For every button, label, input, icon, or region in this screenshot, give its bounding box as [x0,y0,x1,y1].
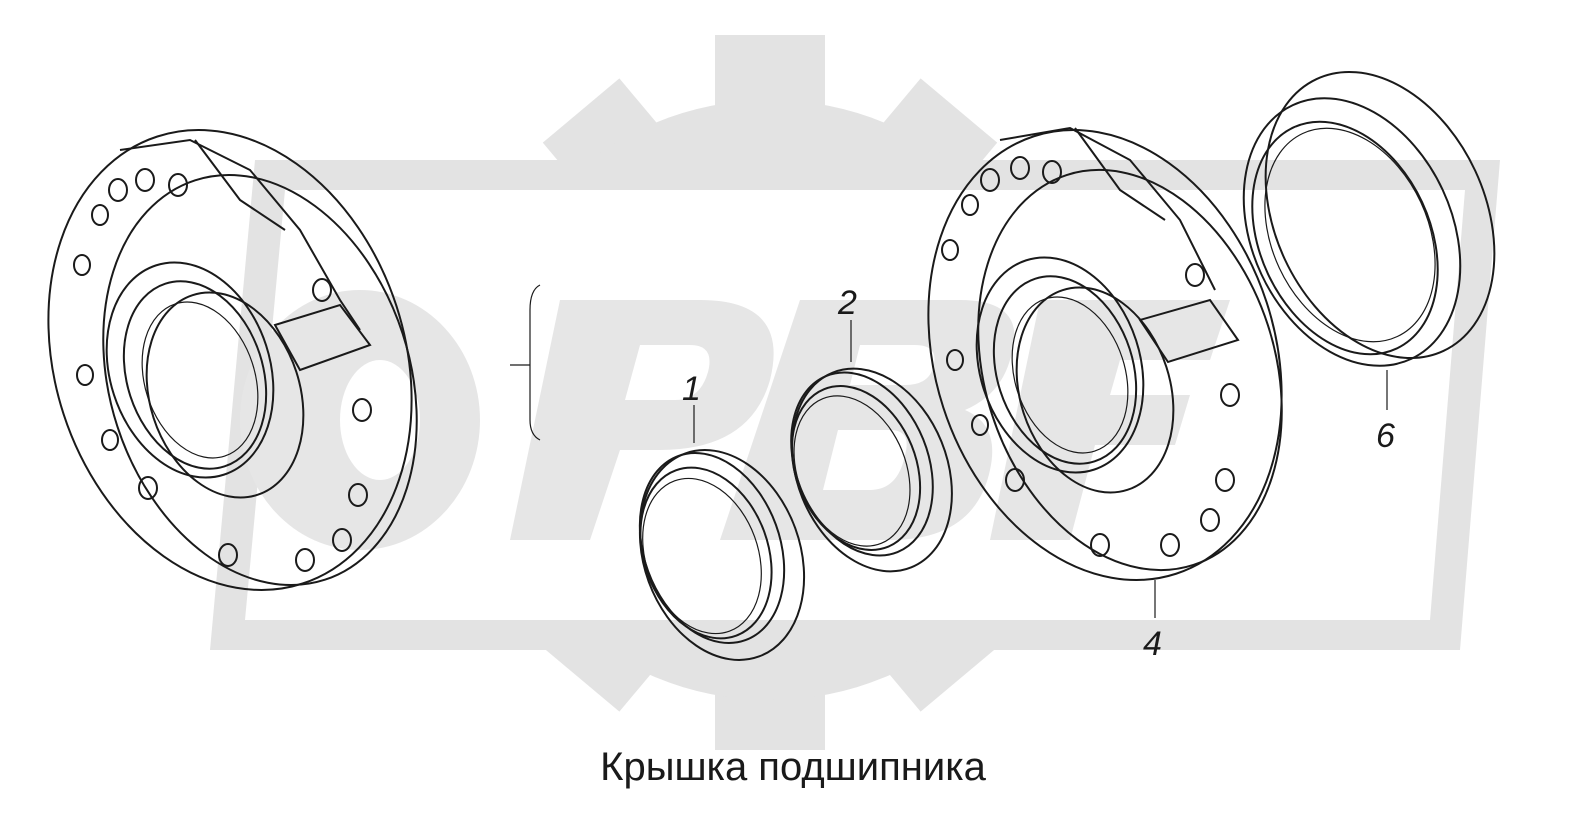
callout-leaders [693,320,1388,618]
bolt-holes-right [941,156,1240,557]
seal-part-2 [790,367,953,573]
bearing-cover-part-4 [927,126,1283,581]
callout-6: 6 [1376,417,1395,455]
callout-4: 4 [1143,625,1162,663]
seal-part-1 [638,449,806,661]
callout-2: 2 [837,284,857,322]
bearing-cup-part-6 [1242,70,1496,367]
bearing-cover-left [47,129,418,591]
diagram-caption: Крышка подшипника [600,745,986,789]
callout-1: 1 [682,370,701,408]
dimension-bracket [510,284,541,441]
watermark-letter-holes [340,345,935,490]
bolt-holes-left [73,168,372,572]
